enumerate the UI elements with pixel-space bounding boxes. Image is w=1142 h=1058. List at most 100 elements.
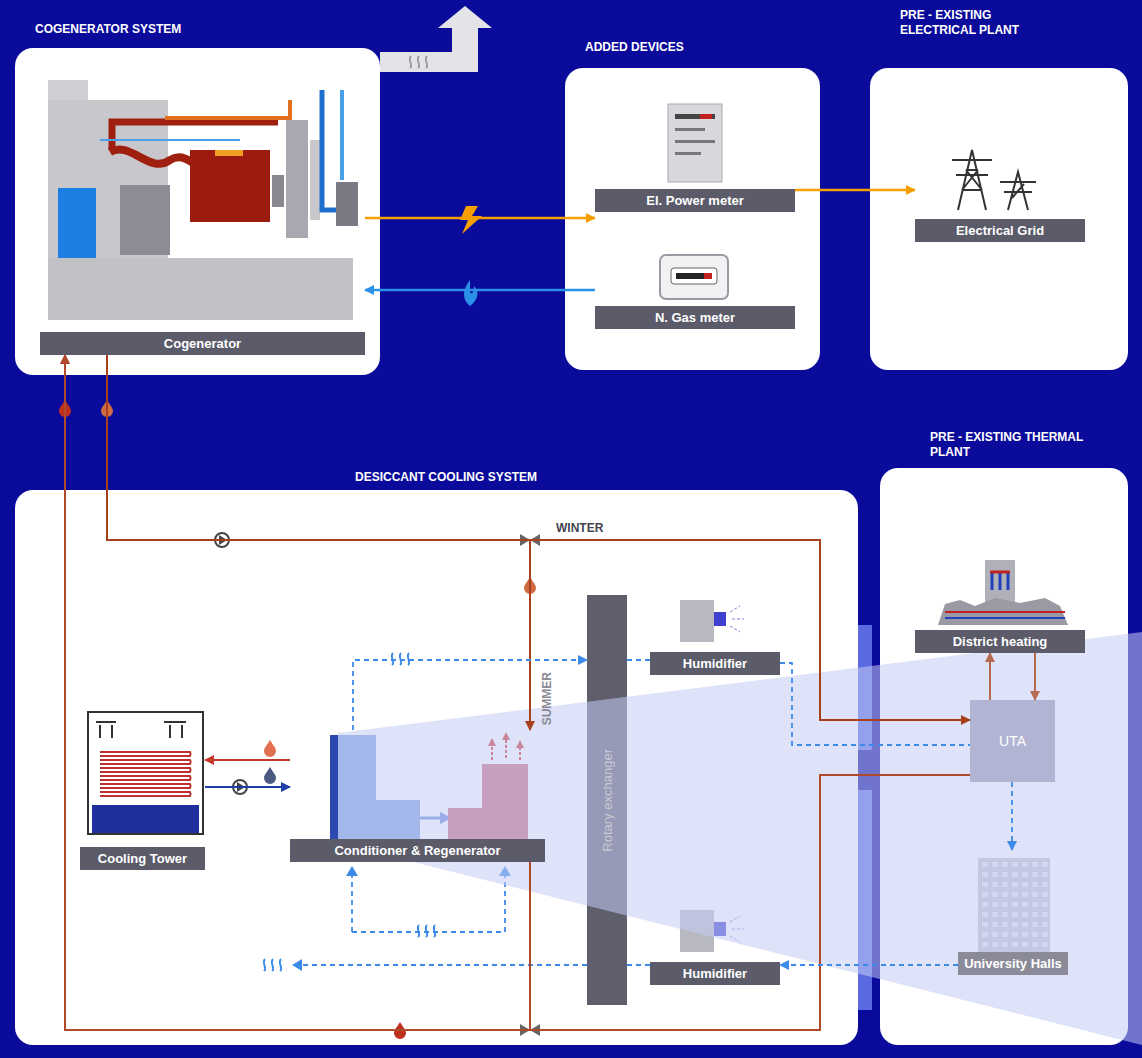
- power-meter-icon: [668, 104, 722, 182]
- panel-heading: COGENERATOR SYSTEM: [35, 22, 355, 37]
- device-label: Cogenerator: [40, 332, 365, 355]
- coil-windings: [100, 776, 191, 780]
- cogenerator-machine: [190, 150, 270, 222]
- panel-heading: PRE - EXISTING ELECTRICAL PLANT: [900, 8, 1060, 38]
- humidifier-icon: [730, 916, 744, 942]
- pump-triangle: [219, 535, 227, 545]
- humidifier-icon: [714, 922, 726, 936]
- cooling-tower-icon: [88, 712, 203, 834]
- flow-connector: [65, 355, 530, 1030]
- device-label: Humidifier: [650, 652, 780, 675]
- valve-symbol: [520, 534, 540, 546]
- humidifier: Humidifier: [650, 905, 780, 985]
- cooling-tower: Cooling Tower: [80, 705, 205, 870]
- cooling-tower-icon: [92, 805, 199, 833]
- regenerator-block: [448, 764, 528, 842]
- exhaust-arrow: [380, 6, 492, 72]
- system-panel: CogeneratorCOGENERATOR SYSTEM: [15, 48, 380, 375]
- device-label: N. Gas meter: [595, 306, 795, 329]
- device-label: Conditioner & Regenerator: [290, 839, 545, 862]
- building-icon: [978, 858, 1050, 958]
- cooling-tower-icon: [88, 712, 203, 834]
- zoom-wedge: [338, 632, 1142, 1045]
- system-panel: Cooling TowerConditioner & RegeneratorRo…: [15, 490, 858, 1045]
- district-heating-icon: [992, 572, 1008, 590]
- regenerator-block: [492, 738, 520, 760]
- cogenerator-machine: [100, 139, 240, 141]
- district-heating-icon: [985, 560, 1015, 620]
- heat-waves: [418, 925, 436, 937]
- regenerator-block: [448, 732, 528, 842]
- flow-connector: [627, 659, 650, 661]
- cogenerator-machine: [48, 100, 168, 258]
- humidifier-icon: [680, 910, 714, 952]
- water-drops: [59, 400, 536, 1039]
- conditioner-block: [440, 812, 452, 824]
- power-symbols: [460, 206, 482, 306]
- cooling-tower-icon: [96, 721, 186, 723]
- regenerator-block: [516, 740, 524, 748]
- system-panel: El. Power meterN. Gas meterADDED DEVICES: [565, 68, 820, 370]
- cogenerator-machine: [336, 182, 358, 226]
- air-handling-unit: UTA: [970, 700, 1055, 782]
- flow-connector: [365, 217, 595, 220]
- cogenerator-machine: [165, 100, 290, 118]
- pipe-passage: [858, 625, 872, 1010]
- district-heating-icon: [945, 611, 1065, 613]
- air-heads: [499, 866, 511, 876]
- panel-heading: ADDED DEVICES: [585, 40, 805, 55]
- gas-meter-icon: [671, 268, 717, 284]
- pipe-passage: [858, 625, 872, 750]
- coil-windings: [100, 768, 191, 772]
- cogenerator-machine: [215, 150, 243, 156]
- humidifier: Humidifier: [650, 595, 780, 675]
- flow-connector: [107, 355, 970, 720]
- cogenerator-machine: [48, 80, 88, 100]
- gas-meter-icon: [660, 255, 728, 299]
- water-drops: [394, 1022, 406, 1039]
- humidifier-icon: [730, 606, 744, 632]
- exhaust-arrow: [380, 6, 492, 72]
- regenerator-block: [488, 738, 496, 746]
- device-label: Cooling Tower: [80, 847, 205, 870]
- humidifier-icon: [714, 612, 726, 626]
- system-panel: District heatingUTAUniversity HallsPRE -…: [880, 468, 1128, 1045]
- power-meter-icon: [675, 152, 701, 155]
- power-symbols: [464, 280, 477, 306]
- heat-waves: [264, 959, 282, 971]
- coil-windings: [100, 752, 191, 796]
- pump-triangle: [219, 535, 245, 792]
- flow-connector: [780, 663, 970, 745]
- flow-connector: [65, 355, 970, 1030]
- flow-mode-label: WINTER: [556, 521, 603, 535]
- flow-connector: [1034, 653, 1036, 700]
- water-drops: [264, 740, 276, 757]
- pylon-icon: [952, 150, 1036, 210]
- gas-meter-icon: [676, 273, 712, 279]
- power-symbols: [460, 206, 482, 234]
- pylon-icon: [1000, 172, 1036, 210]
- air-heads: [346, 866, 358, 876]
- panel-heading: DESICCANT COOLING SYSTEM: [355, 470, 675, 485]
- device-label: El. Power meter: [595, 189, 795, 212]
- coil-windings: [100, 760, 191, 764]
- building: University Halls: [958, 850, 1068, 975]
- cogenerator-machine: [58, 188, 96, 258]
- device-label: Humidifier: [650, 962, 780, 985]
- conditioner-block: [330, 735, 452, 842]
- flow-connector: [205, 786, 290, 788]
- flow-connector: [205, 759, 290, 761]
- heat-waves: [264, 653, 436, 971]
- pipe-passage: [858, 790, 872, 1010]
- district-heating: District heating: [915, 575, 1085, 653]
- flow-connector: [107, 355, 530, 730]
- cogenerator-machine: [322, 90, 352, 210]
- building-icon: [978, 858, 1050, 958]
- power-meter-icon: [675, 114, 715, 119]
- zoom-wedge: [338, 632, 1142, 1045]
- grid-device: Electrical Grid: [915, 140, 1085, 242]
- pump-symbol: [233, 780, 247, 794]
- building-icon: [978, 858, 1050, 958]
- air-loop: [352, 874, 505, 932]
- coil-windings: [100, 792, 191, 796]
